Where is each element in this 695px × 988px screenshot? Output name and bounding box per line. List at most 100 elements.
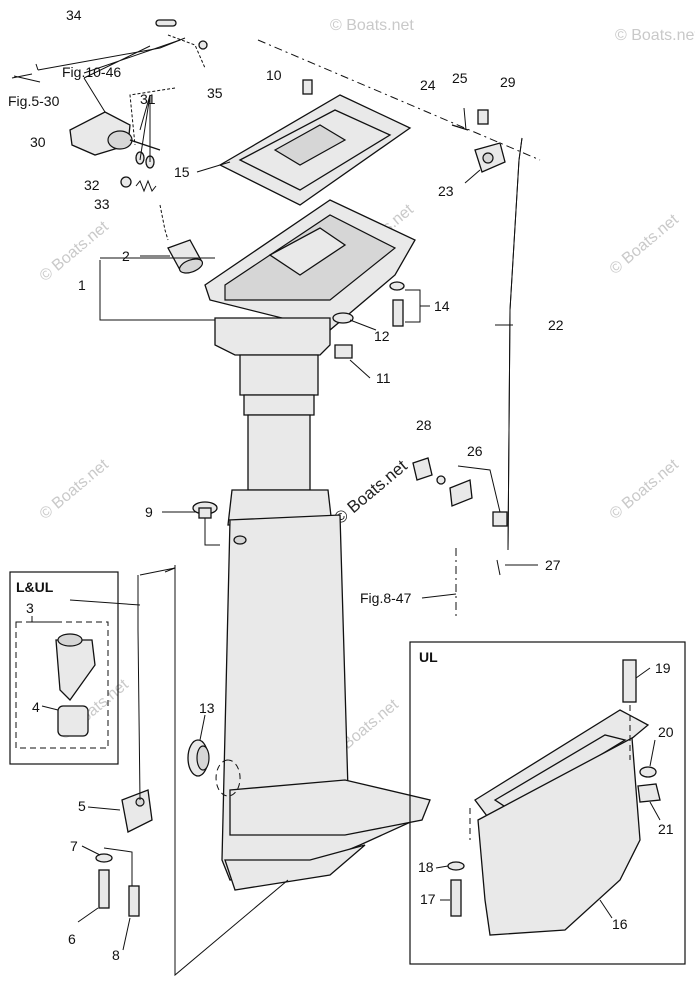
callout-11: 11 (376, 370, 391, 386)
inset-l-ul-dashed-box (15, 621, 109, 749)
leader-to-housing (69, 599, 141, 606)
housing-outline-ref (174, 565, 289, 977)
leader-5-line (87, 806, 121, 811)
clamp-block (492, 511, 508, 527)
leader-20 (649, 739, 656, 767)
leader-12 (349, 319, 377, 331)
callout-17: 17 (420, 891, 436, 907)
ref-line (139, 567, 176, 576)
callout-16: 16 (612, 916, 628, 932)
callout-25: 25 (452, 70, 468, 86)
stud-part-19 (622, 659, 637, 703)
rod-inner (507, 137, 523, 551)
callout-28: 28 (416, 417, 432, 433)
inset-ul-title: UL (419, 649, 438, 665)
callout-19: 19 (655, 660, 671, 676)
cover-part-3 (55, 639, 96, 702)
callout-numbers: 1 2 3 4 5 6 7 8 9 10 11 12 13 14 15 16 1… (26, 7, 674, 963)
arrow-fig5 (11, 73, 41, 83)
plug-body (198, 507, 212, 519)
inset-l-ul (9, 571, 141, 765)
watermark-dark: © Boats.net (330, 456, 411, 528)
leader-15 (196, 161, 231, 173)
clip-part-36 (155, 19, 177, 27)
ref-fig-5-30[interactable]: Fig.5-30 (8, 93, 60, 109)
callout-5: 5 (78, 798, 86, 814)
bolt-part-17 (450, 879, 462, 917)
callout-4: 4 (32, 699, 40, 715)
callout-23: 23 (438, 183, 454, 199)
callout-12: 12 (374, 328, 390, 344)
inset-l-ul-title: L&UL (16, 579, 54, 595)
bolt-part-6 (98, 869, 110, 909)
callout-20: 20 (658, 724, 674, 740)
extension-part-16 (477, 736, 641, 936)
ref-fig-10-46[interactable]: Fig.10-46 (62, 64, 121, 80)
screw-part-29 (477, 109, 489, 125)
housing-column-ring (243, 394, 315, 416)
housing-neck (214, 317, 331, 356)
plate-part-5 (121, 789, 153, 833)
callout-15: 15 (174, 164, 190, 180)
leader-31 (139, 94, 151, 162)
grommet-part-4 (57, 705, 89, 737)
bushing-end (178, 258, 204, 274)
nut-part-11 (334, 344, 353, 359)
watermark: © Boats.net (615, 27, 695, 44)
gasket-window (273, 124, 347, 166)
dashed-leaders (129, 34, 206, 146)
ul-centerlines (469, 705, 631, 840)
callout-18: 18 (418, 859, 434, 875)
shift-linkage (11, 19, 208, 241)
callout-32: 32 (84, 177, 100, 193)
cover-top (57, 633, 83, 647)
cable-bracket (451, 107, 506, 173)
nut-part-21 (637, 783, 661, 803)
leader-9 (162, 511, 220, 546)
lever-boss (107, 130, 133, 150)
watermark: © Boats.net (607, 456, 683, 523)
housing-bottom-flange (224, 844, 366, 891)
grommet-part-13 (187, 739, 210, 777)
washer-part-12 (332, 312, 354, 324)
screw-part-28 (412, 457, 433, 481)
housing-column-2 (247, 414, 311, 491)
callout-6: 6 (68, 931, 76, 947)
centerline-top (257, 39, 541, 161)
leader-19 (635, 667, 651, 679)
callout-35: 35 (207, 85, 223, 101)
callout-29: 29 (500, 74, 516, 90)
rod-end (35, 63, 39, 71)
inset-l-ul-frame (9, 571, 119, 765)
gasket-assembly (218, 79, 412, 206)
ref-fig-8-47[interactable]: Fig.8-47 (360, 590, 412, 606)
bushing-part-2 (167, 239, 204, 274)
callout-10: 10 (266, 67, 282, 83)
callout-26: 26 (467, 443, 483, 459)
fasteners-upper (332, 281, 430, 359)
driveshaft-housing (204, 199, 431, 891)
washer-part-14 (389, 281, 405, 291)
clamp-assembly (412, 457, 508, 527)
pin-part-10 (302, 79, 313, 95)
housing-anti-cav (229, 779, 431, 836)
callout-30: 30 (30, 134, 46, 150)
callout-33: 33 (94, 196, 110, 212)
leader-16 (599, 899, 613, 919)
callout-27: 27 (545, 557, 561, 573)
clamp-part-26 (449, 479, 473, 507)
washer-part-18 (447, 861, 465, 871)
ball-part-32 (120, 176, 132, 188)
screw-part-24 (451, 124, 469, 131)
callout-9: 9 (145, 504, 153, 520)
housing-boss (233, 535, 247, 545)
leader-13 (199, 714, 206, 741)
inset-ul-frame (409, 641, 686, 965)
leader-5 (137, 575, 141, 801)
housing-column-1 (239, 354, 319, 396)
watermark: © Boats.net (330, 17, 414, 34)
housing-top-opening (268, 227, 347, 276)
dashed-leader-2 (159, 204, 169, 241)
leaders (83, 39, 181, 113)
